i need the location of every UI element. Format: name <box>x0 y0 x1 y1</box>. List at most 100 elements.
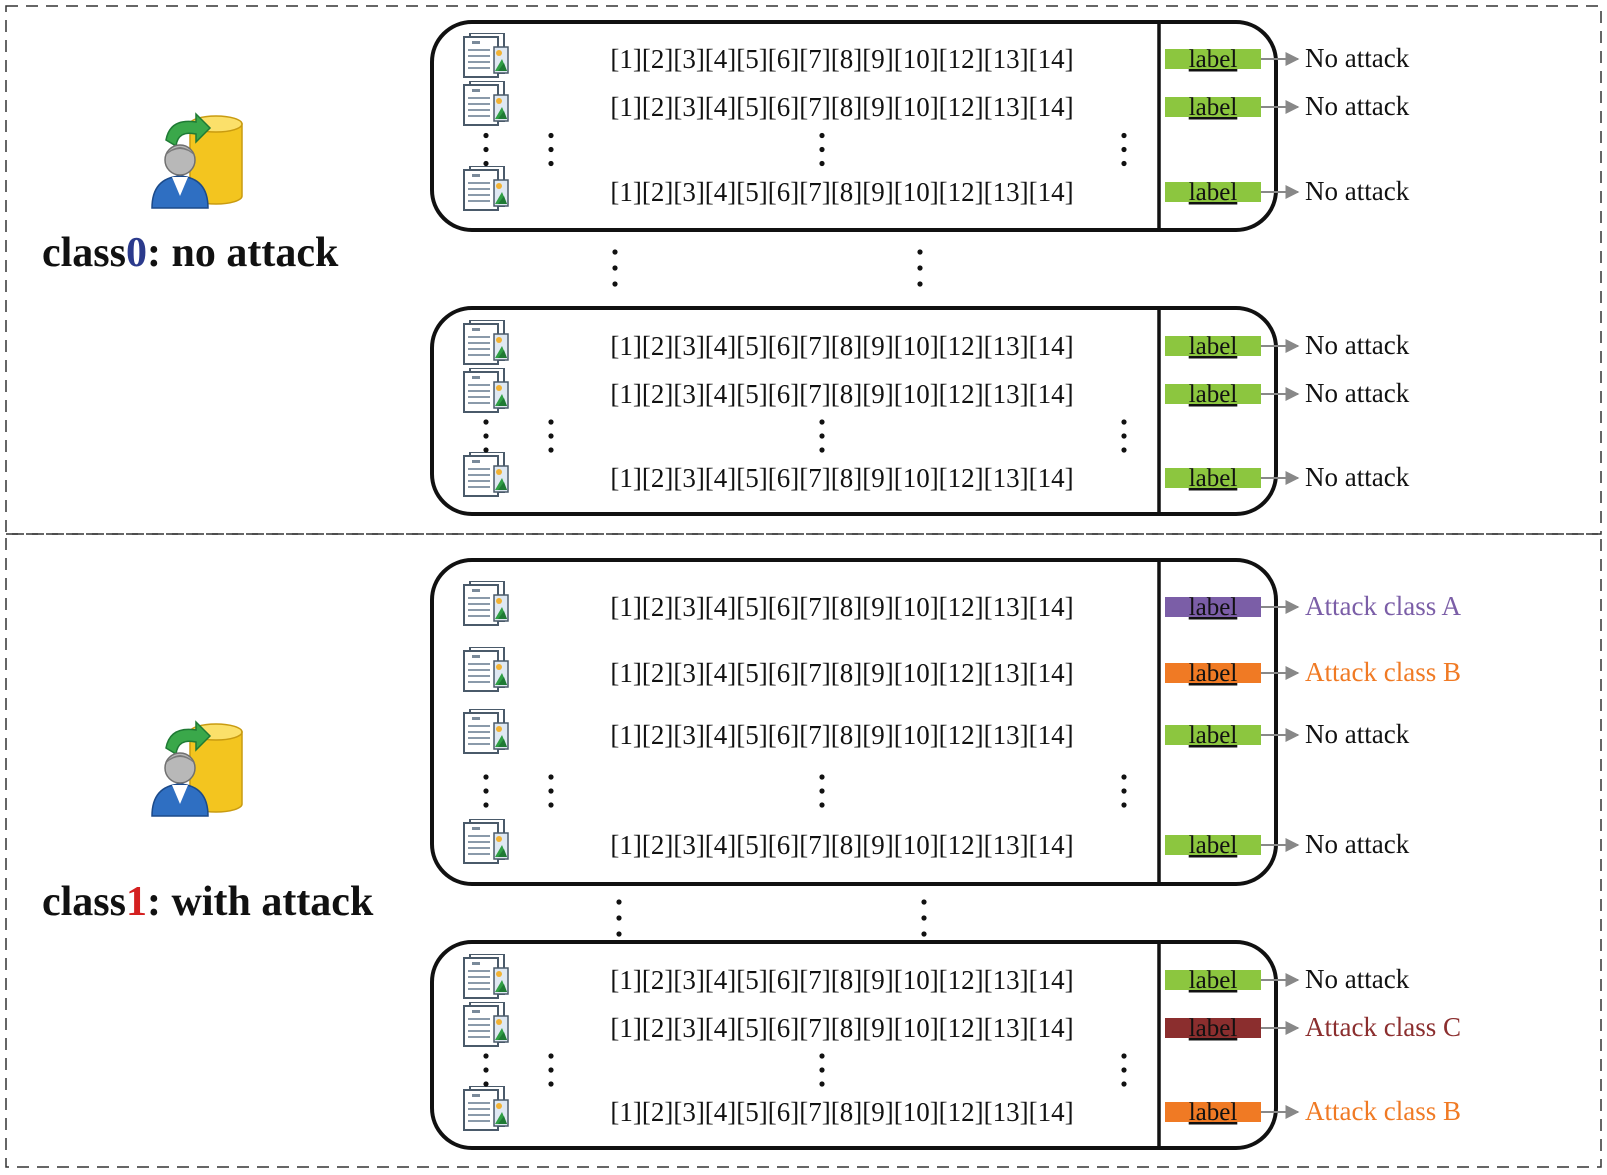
class-digit: 1 <box>126 879 147 925</box>
record-row: [1][2][3][4][5][6][7][8][9][10][12][13][… <box>463 647 1461 692</box>
label-tag <box>1165 597 1261 617</box>
document-icon <box>463 166 509 211</box>
label-tag <box>1165 182 1261 202</box>
record-group: [1][2][3][4][5][6][7][8][9][10][12][13][… <box>430 306 1410 516</box>
class-digit: 0 <box>126 230 147 276</box>
user-database-icon <box>151 113 243 209</box>
classification-output: No attack <box>1305 829 1410 859</box>
ellipsis-end-column <box>1121 774 1127 808</box>
document-icon <box>463 33 509 78</box>
feature-sequence: [1][2][3][4][5][6][7][8][9][10][12][13][… <box>610 331 1073 361</box>
classification-output: No attack <box>1305 43 1410 73</box>
document-icon <box>463 81 509 126</box>
ellipsis-between-groups <box>917 249 923 287</box>
document-icon <box>463 581 509 626</box>
label-tag <box>1165 970 1261 990</box>
section-frame-class0 <box>5 5 1602 535</box>
ellipsis-end-column <box>1121 1053 1127 1087</box>
classification-output: No attack <box>1305 176 1410 206</box>
class-prefix: class <box>42 230 126 276</box>
feature-sequence: [1][2][3][4][5][6][7][8][9][10][12][13][… <box>610 830 1073 860</box>
document-icon <box>463 1086 509 1131</box>
feature-sequence: [1][2][3][4][5][6][7][8][9][10][12][13][… <box>610 177 1073 207</box>
user-database-icon <box>151 721 243 817</box>
label-tag <box>1165 49 1261 69</box>
ellipsis-icon-column <box>483 419 489 453</box>
classification-output: Attack class A <box>1305 591 1461 621</box>
ellipsis-icon-column <box>483 1053 489 1087</box>
document-icon <box>463 954 509 999</box>
record-row: [1][2][3][4][5][6][7][8][9][10][12][13][… <box>463 819 1410 864</box>
classification-output: No attack <box>1305 462 1410 492</box>
label-tag <box>1165 468 1261 488</box>
record-row: [1][2][3][4][5][6][7][8][9][10][12][13][… <box>463 1086 1461 1131</box>
label-text: label <box>1189 967 1238 994</box>
label-text: label <box>1189 722 1238 749</box>
label-text: label <box>1189 594 1238 621</box>
classification-output: Attack class C <box>1305 1012 1461 1042</box>
label-text: label <box>1189 660 1238 687</box>
record-row: [1][2][3][4][5][6][7][8][9][10][12][13][… <box>463 33 1410 78</box>
record-row: [1][2][3][4][5][6][7][8][9][10][12][13][… <box>463 581 1461 626</box>
label-text: label <box>1189 465 1238 492</box>
record-row: [1][2][3][4][5][6][7][8][9][10][12][13][… <box>463 954 1410 999</box>
record-group-frame <box>430 306 1278 516</box>
record-row: [1][2][3][4][5][6][7][8][9][10][12][13][… <box>463 1002 1461 1047</box>
ellipsis-index-column <box>548 774 554 808</box>
feature-sequence: [1][2][3][4][5][6][7][8][9][10][12][13][… <box>610 379 1073 409</box>
classification-output: No attack <box>1305 964 1410 994</box>
class-title-0: class0: no attack <box>42 230 339 276</box>
classification-output: No attack <box>1305 378 1410 408</box>
feature-sequence: [1][2][3][4][5][6][7][8][9][10][12][13][… <box>610 965 1073 995</box>
record-group: [1][2][3][4][5][6][7][8][9][10][12][13][… <box>430 20 1410 232</box>
record-group: [1][2][3][4][5][6][7][8][9][10][12][13][… <box>430 940 1461 1150</box>
document-icon <box>463 452 509 497</box>
ellipsis-icon-column <box>483 774 489 808</box>
label-tag <box>1165 725 1261 745</box>
label-tag <box>1165 336 1261 356</box>
document-icon <box>463 709 509 754</box>
record-row: [1][2][3][4][5][6][7][8][9][10][12][13][… <box>463 368 1410 413</box>
label-text: label <box>1189 333 1238 360</box>
label-text: label <box>1189 832 1238 859</box>
record-group-frame <box>430 20 1278 232</box>
record-group-frame <box>430 940 1278 1150</box>
label-text: label <box>1189 94 1238 121</box>
ellipsis-sequence-column <box>819 774 825 808</box>
feature-sequence: [1][2][3][4][5][6][7][8][9][10][12][13][… <box>610 463 1073 493</box>
feature-sequence: [1][2][3][4][5][6][7][8][9][10][12][13][… <box>610 1013 1073 1043</box>
record-row: [1][2][3][4][5][6][7][8][9][10][12][13][… <box>463 320 1410 365</box>
classification-output: No attack <box>1305 719 1410 749</box>
record-row: [1][2][3][4][5][6][7][8][9][10][12][13][… <box>463 452 1410 497</box>
ellipsis-sequence-column <box>819 132 825 167</box>
ellipsis-index-column <box>548 132 554 167</box>
classification-output: No attack <box>1305 330 1410 360</box>
document-icon <box>463 368 509 413</box>
label-tag <box>1165 663 1261 683</box>
ellipsis-icon-column <box>483 132 489 167</box>
label-text: label <box>1189 46 1238 73</box>
ellipsis-sequence-column <box>819 1053 825 1087</box>
record-row: [1][2][3][4][5][6][7][8][9][10][12][13][… <box>463 81 1410 126</box>
ellipsis-between-groups <box>921 899 927 937</box>
label-tag <box>1165 835 1261 855</box>
ellipsis-index-column <box>548 1053 554 1087</box>
document-icon <box>463 1002 509 1047</box>
feature-sequence: [1][2][3][4][5][6][7][8][9][10][12][13][… <box>610 720 1073 750</box>
ellipsis-index-column <box>548 419 554 453</box>
record-group-frame <box>430 558 1278 886</box>
label-text: label <box>1189 1015 1238 1042</box>
ellipsis-sequence-column <box>819 419 825 453</box>
ellipsis-between-groups <box>612 249 618 287</box>
feature-sequence: [1][2][3][4][5][6][7][8][9][10][12][13][… <box>610 92 1073 122</box>
classification-output: Attack class B <box>1305 657 1461 687</box>
label-tag <box>1165 1018 1261 1038</box>
ellipsis-between-groups <box>616 899 622 937</box>
feature-sequence: [1][2][3][4][5][6][7][8][9][10][12][13][… <box>610 44 1073 74</box>
classification-output: Attack class B <box>1305 1096 1461 1126</box>
label-tag <box>1165 97 1261 117</box>
class-prefix: class <box>42 879 126 925</box>
label-text: label <box>1189 381 1238 408</box>
section-frame-class1 <box>5 533 1602 1168</box>
